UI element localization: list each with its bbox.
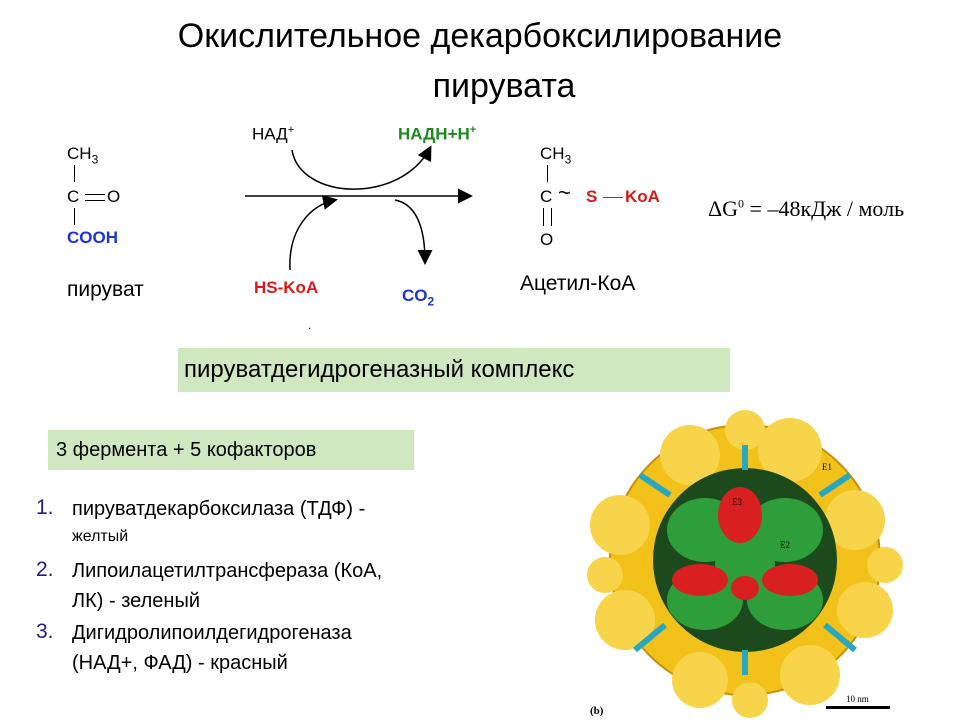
nad-plus: НАД+ (252, 124, 295, 144)
pyruvate-bond-1 (74, 165, 75, 182)
hs-koa: HS-KoA (254, 278, 319, 297)
acetyl-ch3: CH3 (540, 144, 572, 167)
pyruvate-label: пируват (67, 278, 144, 301)
label-e2: E2 (780, 540, 790, 550)
list-item: 2. Липоилацетилтрансфераза (КоА, ЛК) - з… (36, 558, 383, 612)
scale-bar (826, 706, 890, 709)
list-item: 3. Дигидролипоилдегидрогеназа (НАД+, ФАД… (36, 620, 352, 674)
scale-label: 10 nm (846, 694, 869, 704)
acetyl-c: C (540, 187, 553, 206)
pyruvate-o: O (107, 187, 121, 206)
list-item: 1. пируватдекарбоксилаза (ТДФ) - желтый (36, 496, 366, 545)
acetyl-s-bond (603, 197, 623, 198)
pyruvate-cooh: COOH (67, 228, 118, 247)
image-caption: (b) (590, 705, 604, 717)
delta-g: ΔG0 = –48кДж / моль (708, 196, 905, 221)
label-e1: E1 (822, 462, 832, 472)
pyruvate-ch3: CH3 (67, 144, 99, 167)
pyruvate-bond-2 (74, 208, 75, 225)
pyruvate-double-bond (85, 194, 105, 201)
stray-dot: . (308, 318, 312, 332)
co2: CO2 (402, 286, 435, 309)
acetyl-tilde: ~ (558, 180, 571, 205)
page-title-line1: Окислительное декарбоксилирование (177, 17, 783, 55)
acetyl-bond-1 (547, 165, 548, 182)
enzymes-box: 3 фермента + 5 кофакторов (48, 430, 414, 470)
page-title-line2: пирувата (432, 67, 576, 105)
enzyme-list: 1. пируватдекарбоксилаза (ТДФ) - желтый … (36, 496, 536, 682)
acetyl-label: Ацетил-КоА (520, 272, 636, 295)
nadh-h-plus: НАДН+Н+ (398, 124, 477, 144)
acetyl-s: S (586, 187, 598, 206)
pyruvate-c: C (67, 187, 80, 206)
label-e3: E3 (732, 497, 742, 507)
acetyl-o: O (540, 230, 554, 249)
acetyl-double-bond (543, 208, 552, 226)
pdh-complex-image: E1 E3 E2 (587, 410, 903, 718)
complex-label: пируватдегидрогеназный комплекс (178, 348, 730, 392)
acetyl-koa: KoA (625, 187, 660, 206)
